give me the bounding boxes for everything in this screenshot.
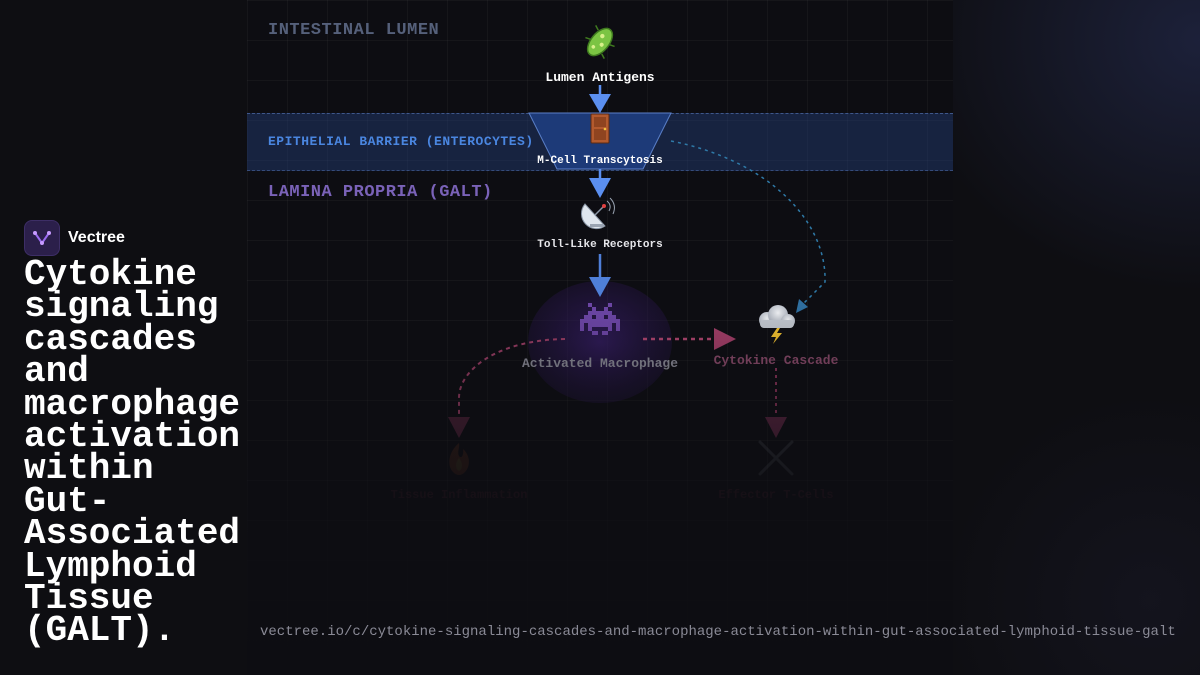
dotted-link-mcell-to-cytokine bbox=[670, 140, 826, 313]
storm-cloud-icon bbox=[759, 305, 795, 344]
node-lumen-antigens: Lumen Antigens bbox=[545, 24, 655, 85]
diagram-panel: INTESTINAL LUMEN EPITHELIAL BARRIER (ENT… bbox=[247, 0, 953, 675]
pathway-diagram: Lumen Antigens M-Cell Transcytosis Tol bbox=[391, 24, 839, 502]
node-cytokine-cascade: Cytokine Cascade bbox=[714, 305, 839, 368]
flow-arrow-mcell-to-tlr bbox=[589, 169, 611, 198]
page-url[interactable]: vectree.io/c/cytokine-signaling-cascades… bbox=[260, 624, 1176, 640]
page-title: Cytokine signaling cascades and macropha… bbox=[24, 254, 241, 652]
satellite-dish-icon bbox=[581, 197, 615, 230]
label-m-cell-transcytosis: M-Cell Transcytosis bbox=[537, 155, 662, 167]
label-lumen-antigens: Lumen Antigens bbox=[545, 70, 654, 85]
label-toll-like-receptors: Toll-Like Receptors bbox=[537, 239, 662, 251]
vectree-logo-icon bbox=[24, 220, 60, 256]
label-tissue-inflammation: Tissue Inflammation bbox=[391, 488, 528, 502]
microbe-icon bbox=[585, 24, 615, 60]
label-activated-macrophage: Activated Macrophage bbox=[522, 356, 678, 371]
flow-arrow-antigens-to-mcell bbox=[589, 85, 611, 113]
link-cytokine-to-tcells bbox=[765, 368, 787, 438]
crossed-swords-icon bbox=[758, 440, 794, 476]
macrophage-glow bbox=[528, 281, 672, 403]
door-icon bbox=[590, 113, 610, 144]
brand: Vectree bbox=[24, 220, 125, 256]
node-toll-like-receptors: Toll-Like Receptors bbox=[537, 197, 663, 251]
label-cytokine-cascade: Cytokine Cascade bbox=[714, 353, 839, 368]
brand-name: Vectree bbox=[68, 229, 125, 246]
node-tissue-inflammation: Tissue Inflammation bbox=[391, 443, 528, 502]
label-effector-t-cells: Effector T-Cells bbox=[718, 488, 833, 502]
node-effector-t-cells: Effector T-Cells bbox=[718, 440, 834, 502]
fire-icon bbox=[449, 443, 469, 475]
